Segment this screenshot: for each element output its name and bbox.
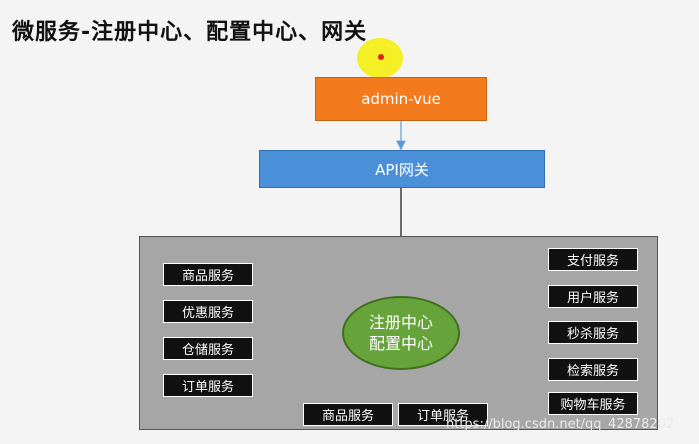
right-service-3: 秒杀服务 [548, 321, 638, 344]
left-service-4: 订单服务 [163, 374, 253, 397]
slide-title: 微服务-注册中心、配置中心、网关 [12, 20, 368, 45]
right-service-1: 支付服务 [548, 248, 638, 271]
left-service-1: 商品服务 [163, 263, 253, 286]
right-service-5: 购物车服务 [548, 392, 638, 415]
right-service-2: 用户服务 [548, 285, 638, 308]
admin-vue-node: admin-vue [315, 77, 487, 121]
cursor-dot [378, 54, 384, 60]
right-service-4: 检索服务 [548, 358, 638, 381]
watermark-text: https://blog.csdn.net/qq_42878202 [446, 417, 675, 432]
center-label-line1: 注册中心 [368, 313, 433, 332]
center-label-line2: 配置中心 [368, 334, 433, 353]
left-service-3: 仓储服务 [163, 337, 253, 360]
bottom-service-2: 订单服务 [398, 403, 488, 426]
left-service-2: 优惠服务 [163, 300, 253, 323]
bottom-service-1: 商品服务 [303, 403, 393, 426]
api-gateway-node: API网关 [259, 150, 545, 188]
registry-config-center: 注册中心 配置中心 [342, 296, 460, 370]
